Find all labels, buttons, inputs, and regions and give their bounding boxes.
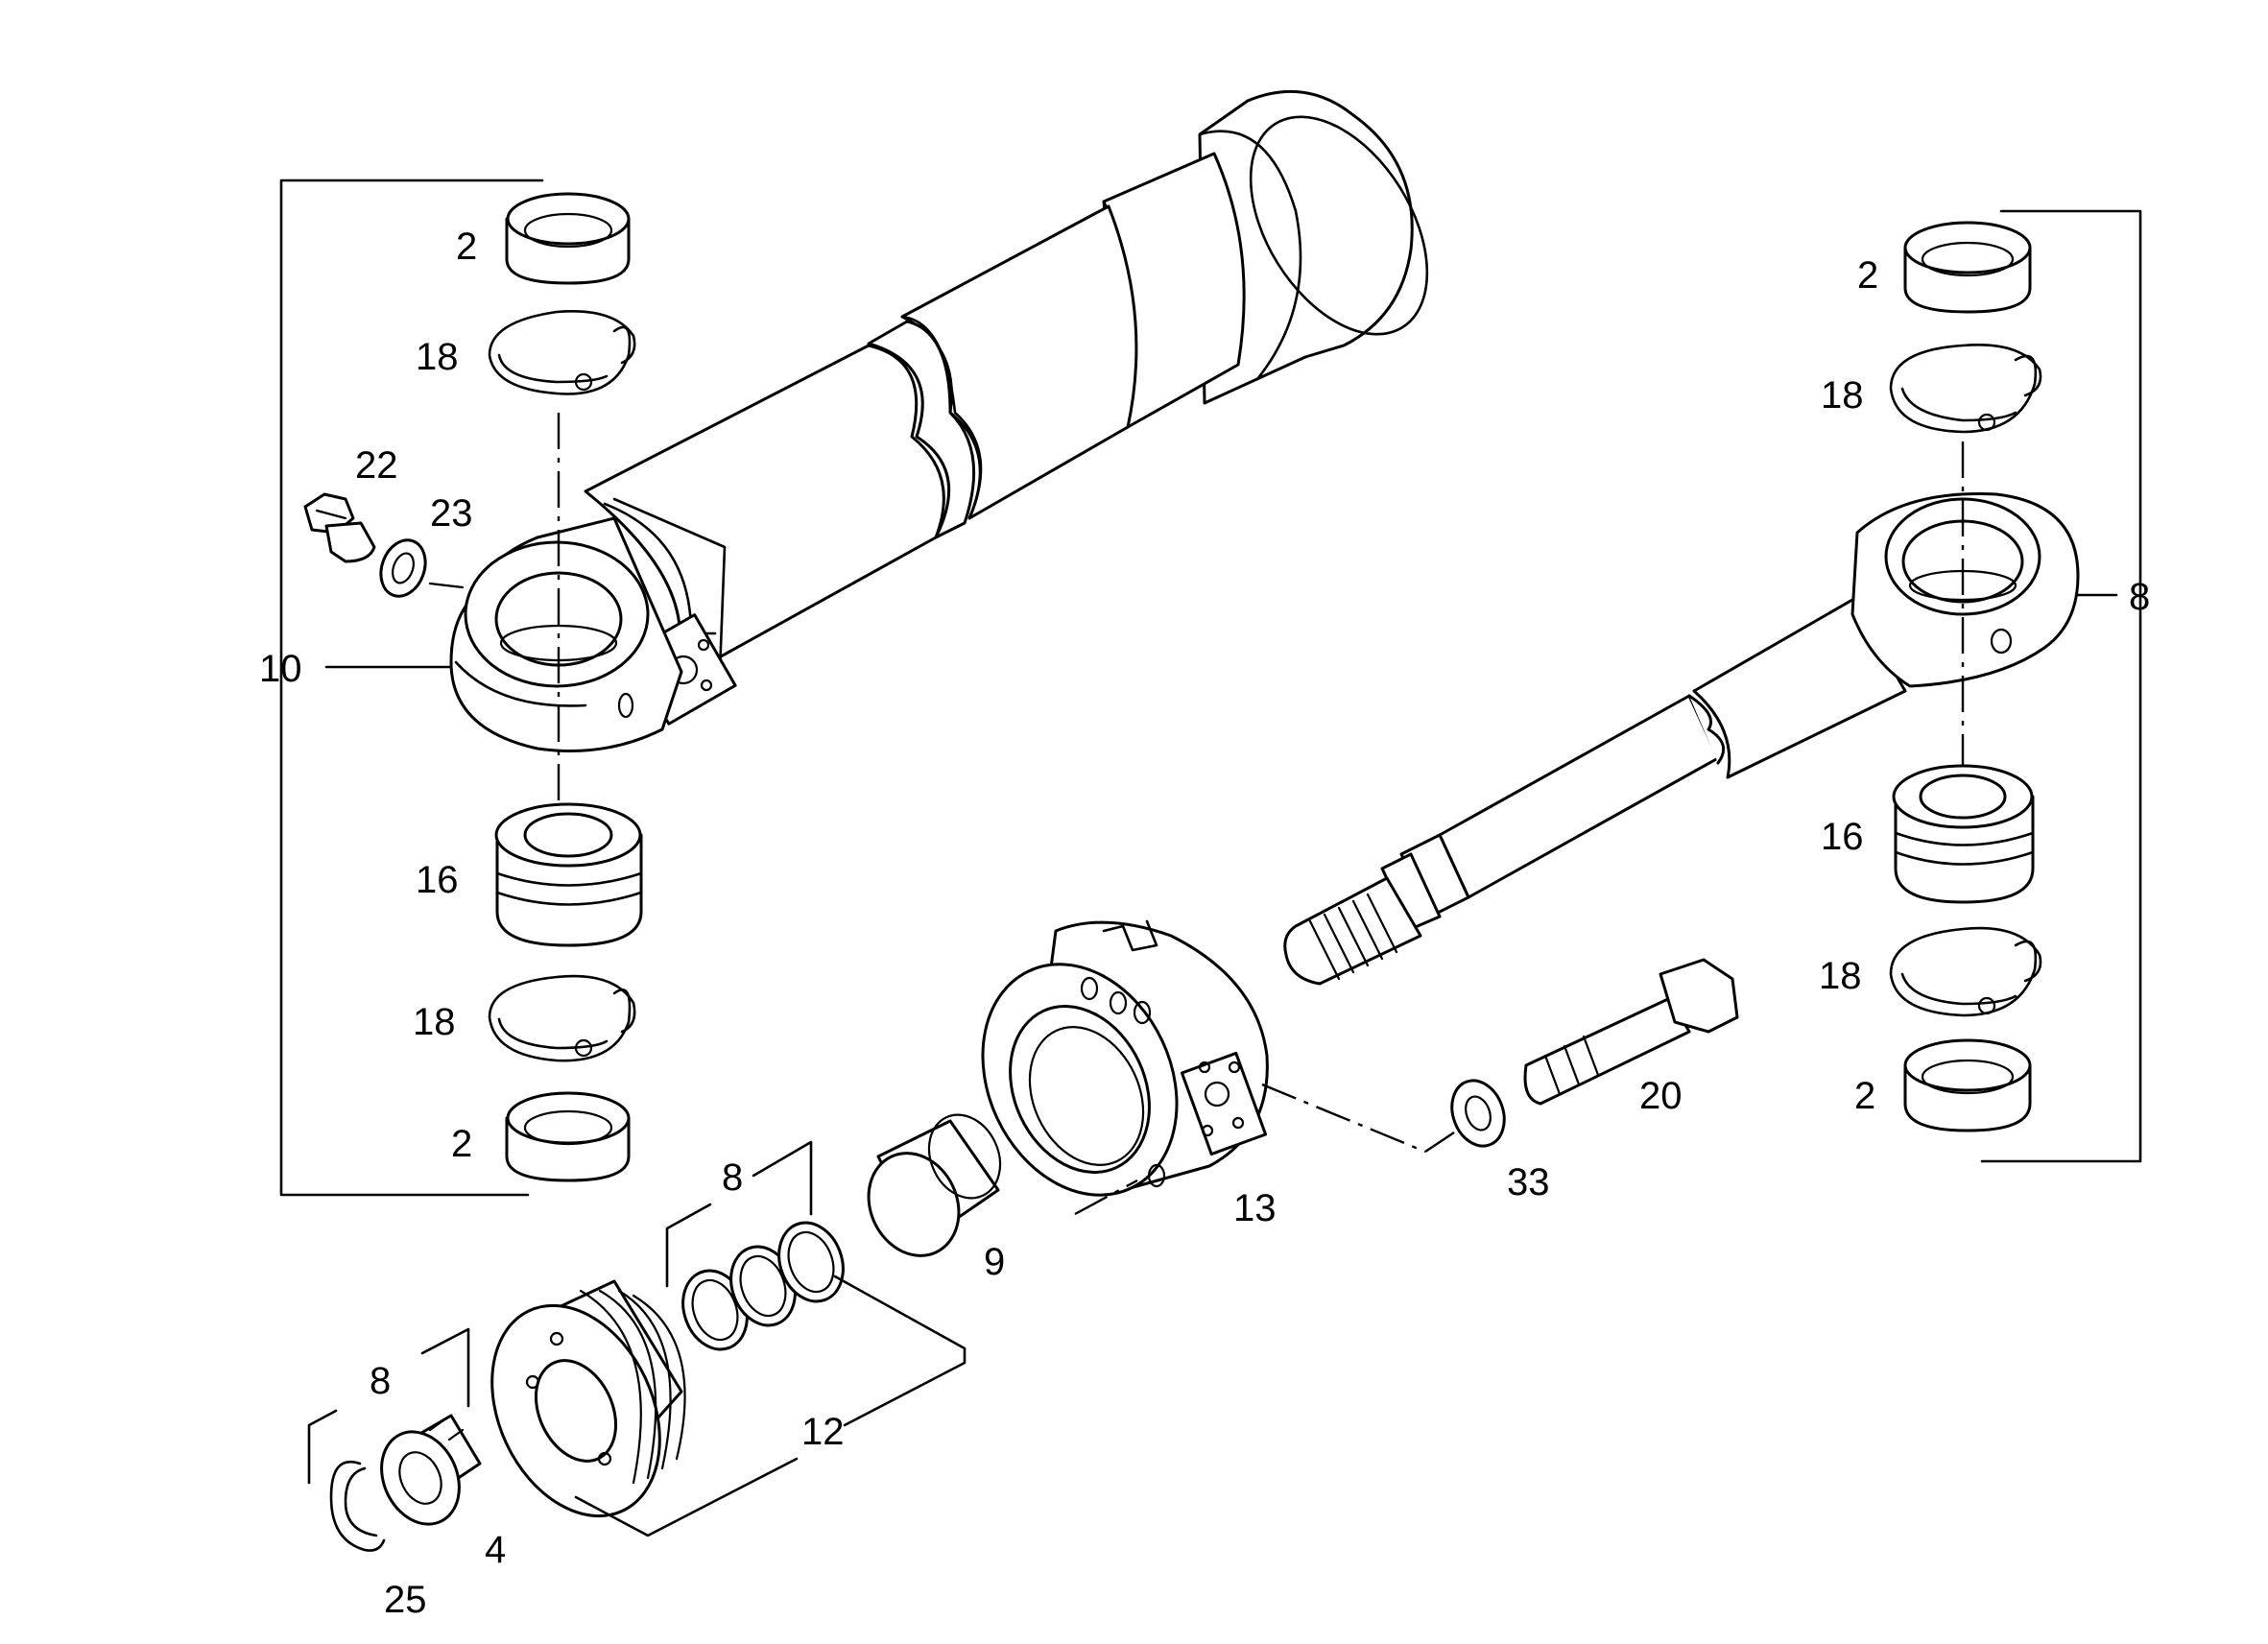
washer-23 (379, 538, 427, 598)
bushing-top-right (1903, 221, 2032, 314)
callout-23: 23 (430, 492, 473, 535)
callout-33: 33 (1507, 1161, 1550, 1203)
callout-2-top-left: 2 (456, 226, 477, 268)
cylinder-head-guide (981, 919, 1269, 1197)
axis-line-head-2 (1074, 1179, 1138, 1216)
circlip-low-right (1889, 926, 2042, 1017)
bushing-low-right (1903, 1038, 2032, 1132)
bushing-9 (867, 1113, 1002, 1257)
cylinder-barrel (584, 89, 1429, 726)
spherical-bearing-left (494, 802, 643, 947)
washer-33 (1450, 1079, 1506, 1148)
callout-labels: 2 18 22 23 10 16 18 2 8 8 9 13 12 4 25 2… (259, 226, 2150, 1621)
left-rod-eye (449, 516, 683, 752)
group-bracket-left (279, 179, 544, 1197)
plug-22 (303, 492, 376, 563)
callout-16-right: 16 (1821, 816, 1864, 858)
circlip-top-left (488, 310, 636, 395)
piston-group-brackets (307, 1140, 967, 1537)
leader-23-eye (428, 582, 465, 589)
bushing-low-left (505, 1091, 631, 1182)
callout-4: 4 (485, 1529, 506, 1571)
nut-4 (380, 1414, 482, 1526)
group-bracket-right (1980, 209, 2142, 1163)
leader-33 (1424, 1132, 1455, 1153)
callout-20: 20 (1639, 1075, 1683, 1117)
callout-18-low-left: 18 (413, 1001, 456, 1043)
callout-2-low-left: 2 (451, 1123, 472, 1165)
piston-rod (1283, 492, 2080, 986)
callout-8-nut: 8 (370, 1360, 391, 1402)
callout-13: 13 (1233, 1187, 1277, 1229)
callout-8-right: 8 (2129, 576, 2150, 618)
callout-25: 25 (384, 1579, 427, 1621)
axis-line-head (1261, 1083, 1426, 1154)
bushing-top-left (505, 192, 631, 285)
seal-rings (681, 1221, 845, 1351)
callout-18-top-left: 18 (416, 336, 459, 378)
spherical-bearing-right (1892, 764, 2035, 904)
circlip-top-right (1889, 344, 2042, 434)
callout-2-low-right: 2 (1854, 1075, 1875, 1117)
callout-22: 22 (355, 444, 398, 487)
callout-10: 10 (259, 648, 302, 690)
callout-2-top-right: 2 (1857, 254, 1878, 297)
circlip-low-left (488, 974, 636, 1062)
callout-9: 9 (984, 1241, 1005, 1283)
callout-12: 12 (801, 1411, 845, 1453)
callout-18-top-right: 18 (1821, 374, 1864, 417)
circlip-25 (329, 1460, 386, 1552)
bolt-20 (1523, 958, 1739, 1106)
callout-18-low-right: 18 (1819, 955, 1862, 997)
piston (490, 1279, 686, 1518)
callout-16-left: 16 (416, 859, 459, 901)
callout-8-piston: 8 (722, 1156, 743, 1199)
